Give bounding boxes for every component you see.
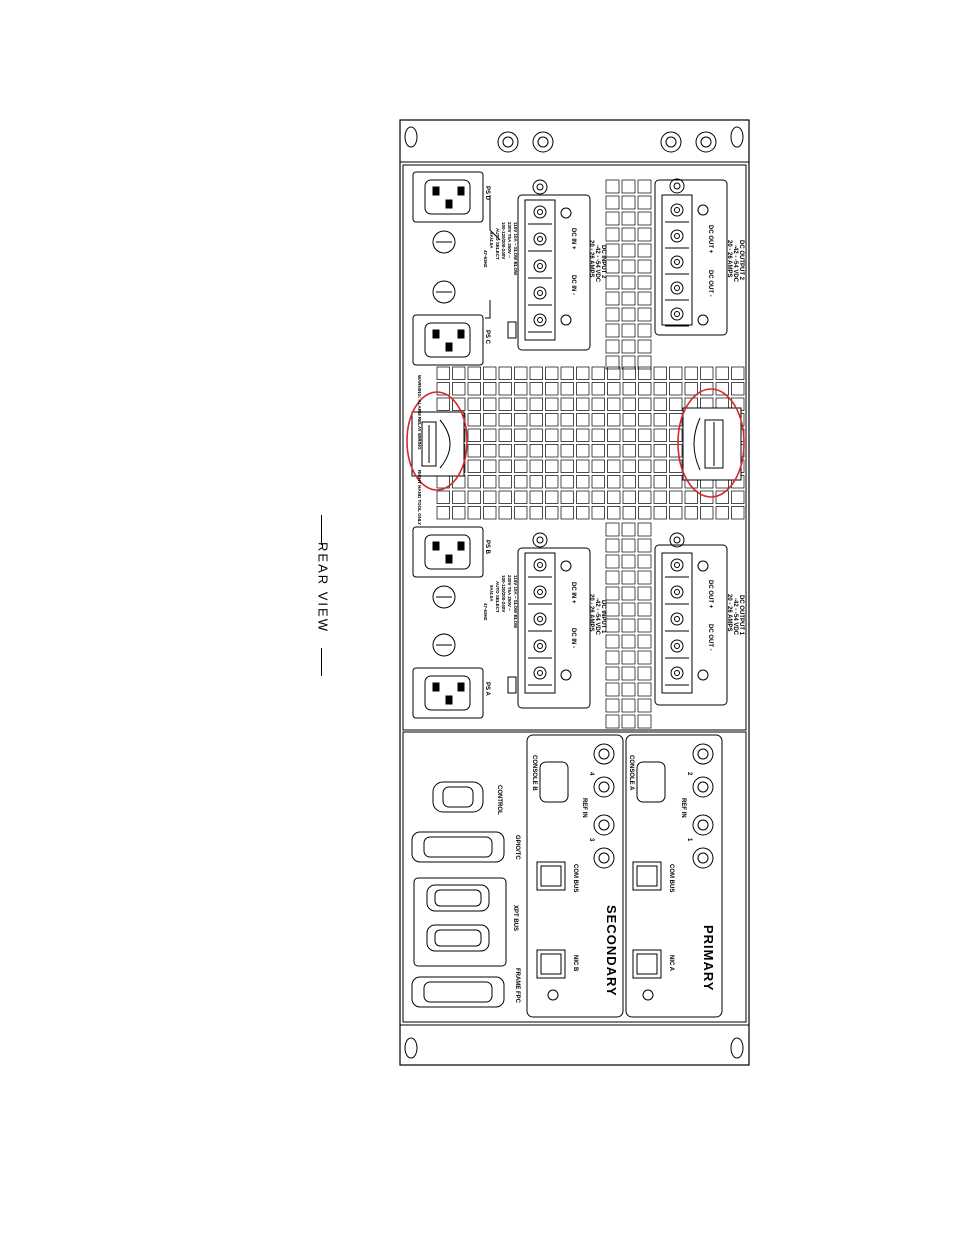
ref-in-b-label: REF IN — [581, 798, 587, 818]
dc-input-1-minus: DC IN - — [570, 628, 576, 648]
bnc-1-label: 1 — [686, 838, 692, 842]
right-handle-highlight — [677, 388, 745, 498]
rear-view-caption: REAR VIEW — [305, 515, 345, 676]
caption-rule-top — [321, 515, 322, 545]
gpio-tc-label: GPIO/TC — [514, 835, 520, 860]
secondary-module — [526, 734, 624, 1018]
ref-in-a-label: REF IN — [680, 798, 686, 818]
dc-output-1-plus: DC OUT + — [707, 580, 713, 609]
console-a-label: CONSOLE A — [628, 755, 634, 791]
left-handle — [406, 391, 468, 491]
com-bus-b-label: COM BUS — [572, 864, 578, 892]
bnc-3-label: 3 — [588, 838, 594, 842]
dc-input-2-minus: DC IN - — [570, 275, 576, 295]
amps-top: 9A/4.5A — [489, 232, 494, 249]
dc-output-2-block — [654, 178, 728, 336]
fuse-rating-2-bottom: 230V T5A 250V ~ — [507, 575, 512, 611]
dc-output-2-title: DC OUTPUT 2 — [738, 240, 744, 281]
freq-bottom: 47-63HZ — [483, 603, 488, 621]
left-handle-highlight — [406, 391, 468, 491]
dc-input-1-current: 20 - 26 AMPS — [588, 594, 594, 631]
bottom-mounting-ear — [399, 1024, 750, 1066]
dc-input-1-voltage: -42 - -54 VDC — [594, 598, 600, 636]
psu-bottom — [412, 526, 517, 719]
bnc-4-label: 4 — [588, 772, 594, 776]
auto-select-top: AUTO SELECT — [495, 228, 500, 260]
ps-c-label: PS C — [484, 330, 490, 345]
xpt-bus-label: XPT BUS — [512, 905, 518, 931]
dc-input-1-plus: DC IN + — [570, 582, 576, 604]
dc-output-1-minus: DC OUT - — [707, 624, 713, 651]
ps-a-label: PS A — [484, 682, 490, 696]
dc-input-2-current: 20 - 26 AMPS — [588, 240, 594, 277]
dc-output-2-current: 20 - 26 AMPS — [726, 240, 732, 277]
dc-input-2-block — [517, 179, 591, 351]
caption-rule-bottom — [321, 648, 322, 676]
fuse-rating-top: 115V 10A ~ SLOW BLOW — [513, 222, 518, 276]
ps-b-label: PS B — [484, 540, 490, 555]
io-panel — [402, 731, 747, 1023]
left-handle-top-label: WARNING: ALARM RELAY WIRING — [417, 375, 422, 450]
fuse-rating-2-top: 230V T5A 250V ~ — [507, 222, 512, 258]
frame-fpc-label: FRAME FPC — [514, 968, 520, 1004]
dc-input-2-title: DC INPUT 2 — [600, 245, 606, 279]
primary-title: PRIMARY — [701, 925, 716, 991]
dc-input-2-voltage: -42 - -54 VDC — [594, 245, 600, 283]
left-handle-bottom-label: RIGHT HAND TOOL ONLY — [417, 470, 422, 525]
dc-output-2-plus: DC OUT + — [707, 225, 713, 254]
bnc-2-label: 2 — [686, 772, 692, 776]
mounting-holes — [404, 126, 744, 1059]
ps-d-label: PS D — [484, 186, 490, 201]
dc-input-2-plus: DC IN + — [570, 228, 576, 250]
freq-top: 47-63HZ — [483, 250, 488, 268]
top-mounting-ear — [399, 119, 750, 163]
dc-output-1-block — [654, 532, 728, 706]
io-left-connectors — [411, 781, 507, 1008]
dc-output-1-title: DC OUTPUT 1 — [738, 595, 744, 636]
power-module-panel — [402, 164, 747, 731]
input-range-bottom: 100-120/200-240V — [501, 575, 506, 612]
console-b-label: CONSOLE B — [531, 755, 537, 791]
dc-output-2-minus: DC OUT - — [707, 270, 713, 297]
amps-bottom: 9A/4.5A — [489, 585, 494, 602]
nic-b-label: NIC B — [572, 955, 578, 972]
com-bus-a-label: COM BUS — [668, 864, 674, 892]
input-range-top: 100-120/200-240V — [501, 222, 506, 259]
fuse-rating-bottom: 115V 10A ~ SLOW BLOW — [513, 575, 518, 629]
dc-input-1-title: DC INPUT 1 — [600, 600, 606, 634]
dc-output-1-current: 20 - 26 AMPS — [726, 594, 732, 631]
dc-output-1-voltage: -42 - -54 VDC — [732, 598, 738, 636]
secondary-title: SECONDARY — [604, 905, 619, 997]
dc-input-1-block — [517, 532, 591, 709]
control-label: CONTROL — [496, 785, 502, 815]
psu-top — [412, 171, 517, 366]
thumbscrews — [497, 131, 717, 153]
auto-select-bottom: AUTO SELECT — [495, 581, 500, 613]
primary-module — [625, 734, 723, 1018]
dc-output-2-voltage: -42 - -54 VDC — [732, 245, 738, 283]
right-handle — [677, 388, 745, 498]
nic-a-label: NIC A — [668, 955, 674, 972]
